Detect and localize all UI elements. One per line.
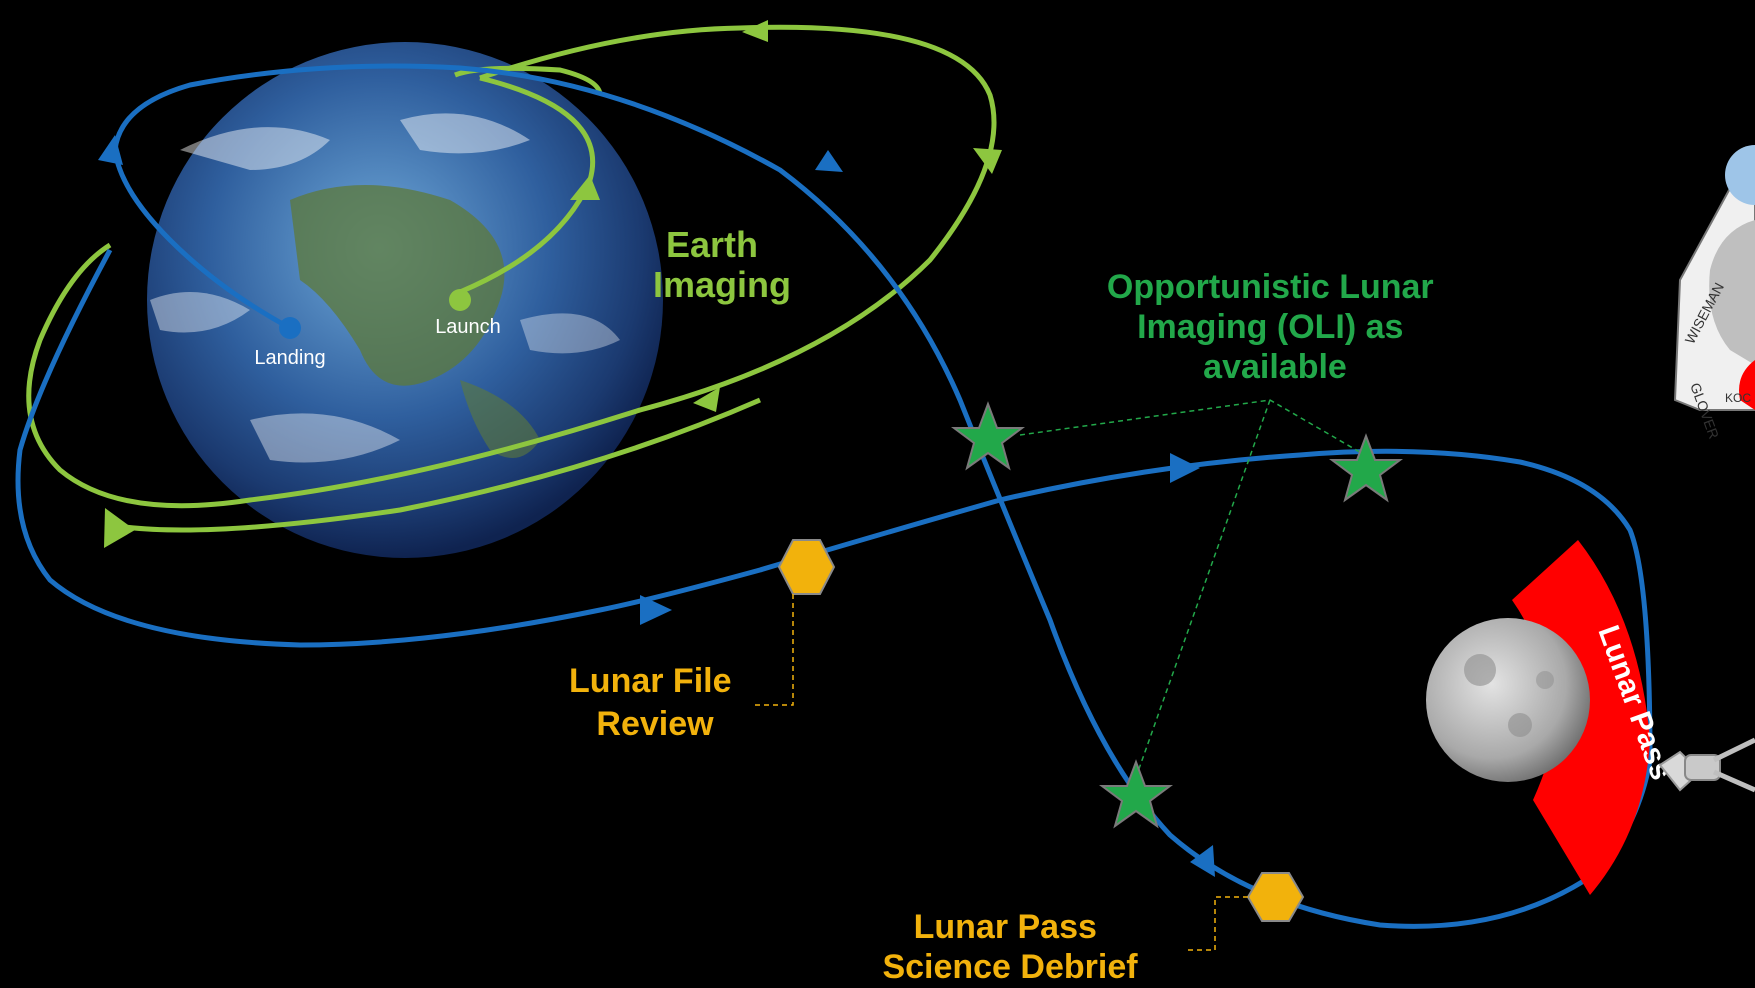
launch-point bbox=[449, 289, 471, 311]
oli-leader-lines bbox=[1019, 399, 1371, 781]
launch-label: Launch bbox=[435, 316, 501, 338]
orion-spacecraft-icon bbox=[1658, 737, 1755, 793]
hexagon-icon bbox=[777, 539, 1305, 922]
earth-imaging-label: Earth Imaging bbox=[653, 224, 791, 305]
mission-patch-icon: WISEMAN GLOVER KOC bbox=[1673, 145, 1755, 441]
earth-imaging-arrows bbox=[104, 20, 1002, 548]
lunar-file-review-label: Lunar File Review bbox=[569, 662, 741, 743]
star-icon bbox=[951, 401, 1403, 829]
landing-point bbox=[279, 317, 301, 339]
moon-icon bbox=[1426, 618, 1590, 782]
oli-label: Opportunistic Lunar Imaging (OLI) as ava… bbox=[1107, 268, 1443, 386]
trajectory-arrows bbox=[98, 135, 1215, 877]
earth-icon bbox=[147, 42, 663, 558]
landing-label: Landing bbox=[254, 347, 325, 369]
lunar-pass-debrief-label: Lunar Pass Science Debrief bbox=[882, 908, 1138, 986]
patch-name-3: KOC bbox=[1725, 391, 1751, 405]
review-leader-lines bbox=[755, 594, 1248, 951]
